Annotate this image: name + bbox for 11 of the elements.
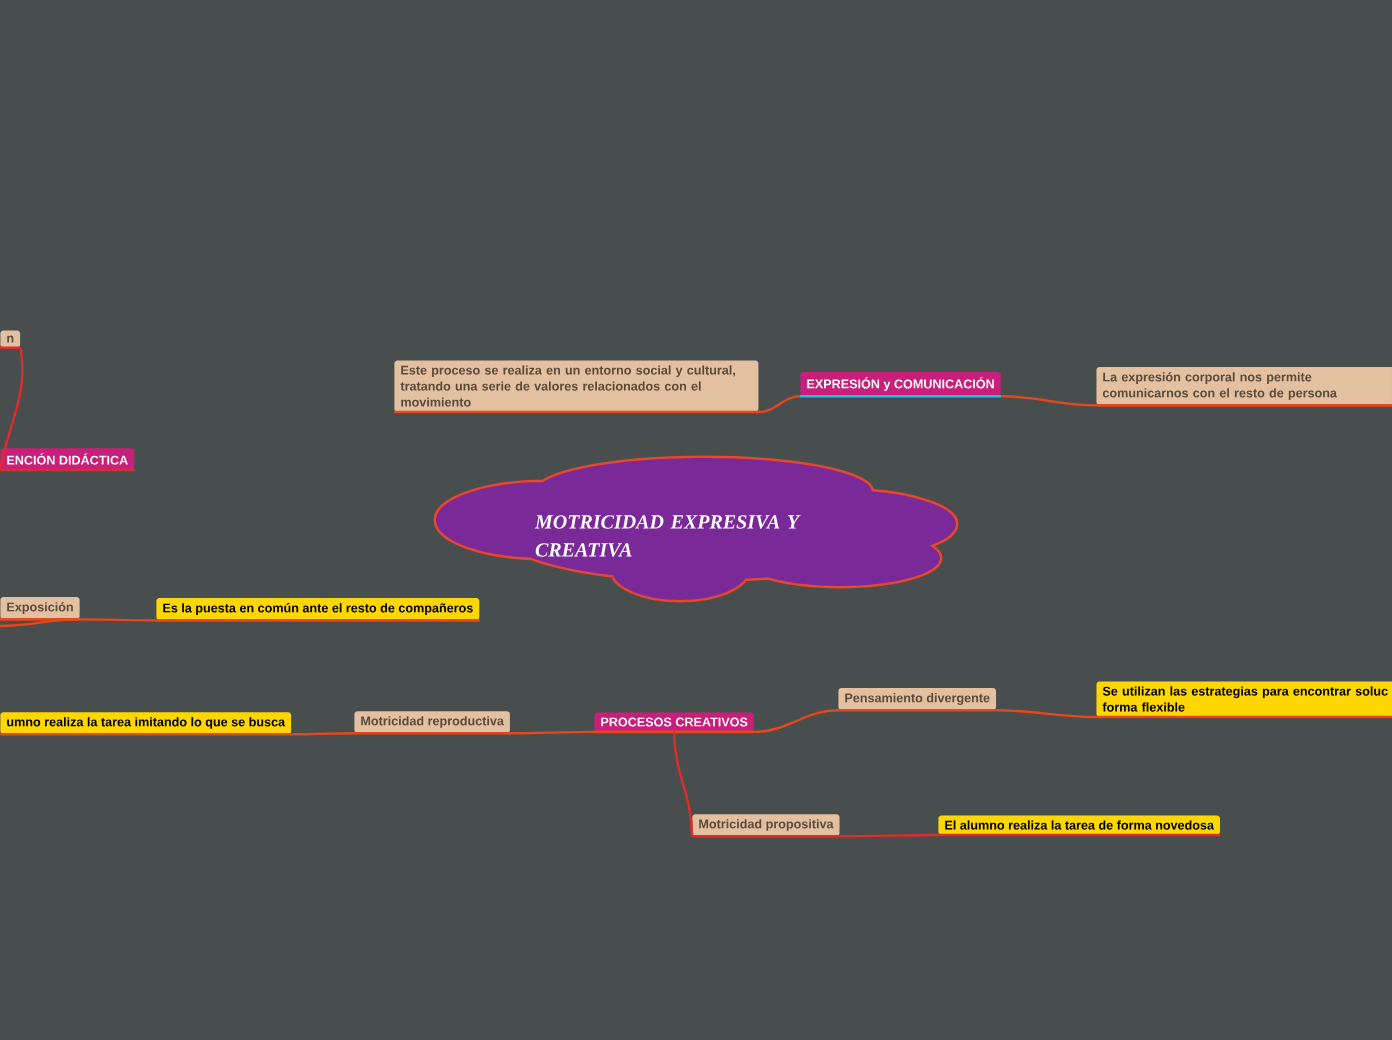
connector-line bbox=[80, 618, 156, 622]
connector-line bbox=[758, 395, 801, 414]
connector-line bbox=[672, 731, 694, 837]
connector-line bbox=[1001, 395, 1097, 407]
connector-line bbox=[510, 730, 594, 735]
connector-line bbox=[0, 347, 24, 471]
connector-line bbox=[754, 709, 839, 734]
connector-line bbox=[291, 732, 354, 736]
connector-line bbox=[0, 618, 81, 628]
connector-line bbox=[996, 709, 1097, 719]
connector-line bbox=[839, 833, 938, 838]
